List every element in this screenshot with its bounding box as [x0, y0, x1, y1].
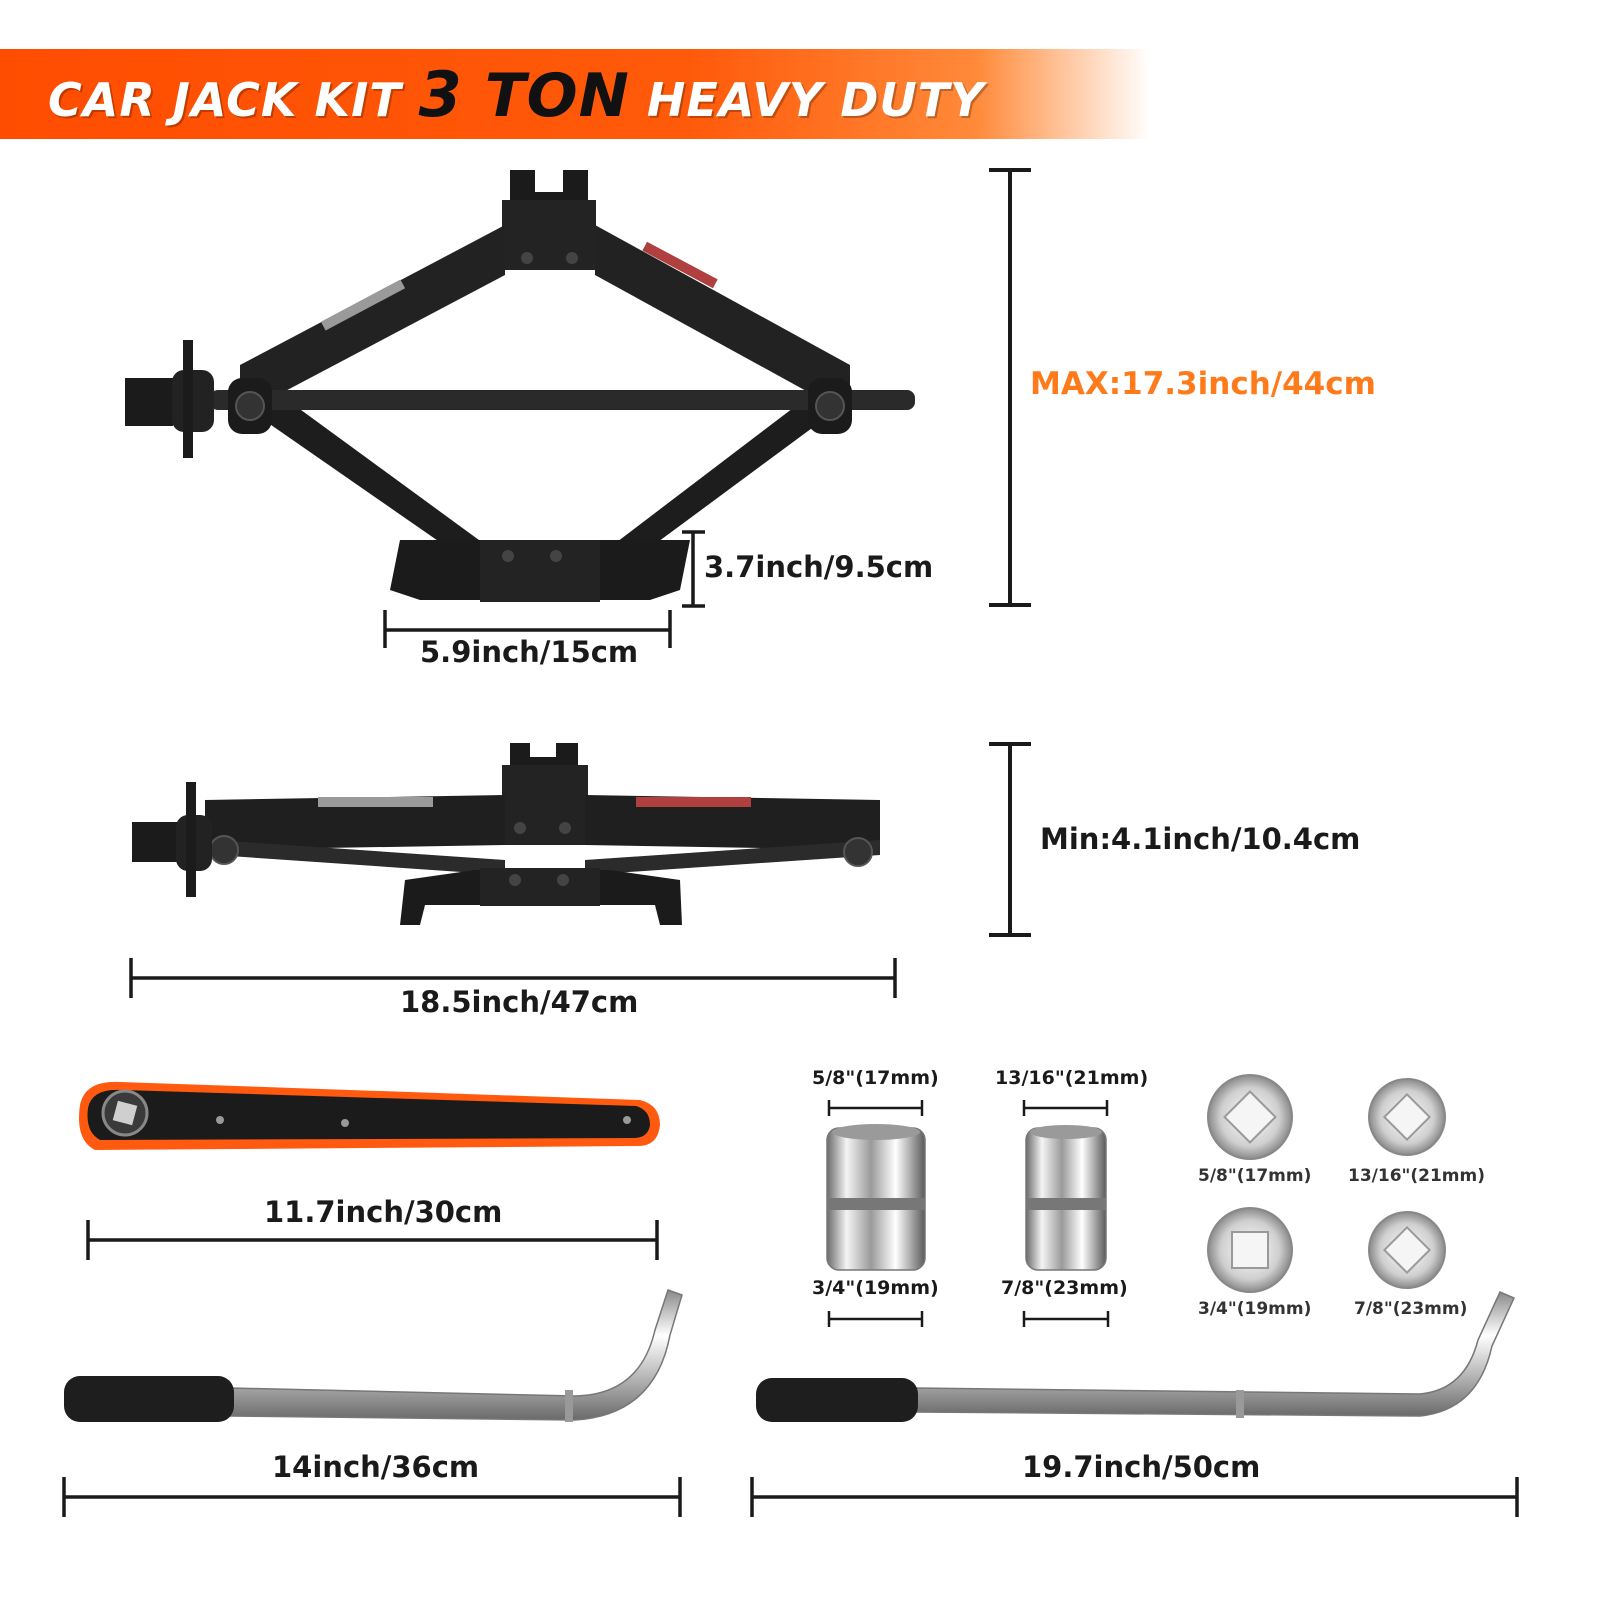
socket-top-label-21mm: 13/16"(21mm) — [1348, 1166, 1486, 1186]
max-height-label: MAX:17.3inch/44cm — [1030, 366, 1376, 402]
socket-top-label-17mm: 5/8"(17mm) — [1198, 1166, 1312, 1186]
short-wrench-length-dimension — [62, 1477, 682, 1517]
ratchet-length-label: 11.7inch/30cm — [264, 1195, 503, 1229]
jack-upper-arm-right — [595, 225, 850, 415]
jack-threaded-rod — [210, 390, 915, 410]
long-lug-wrench — [756, 1291, 1516, 1422]
base-height-label: 3.7inch/9.5cm — [704, 550, 934, 584]
jack-length-label: 18.5inch/47cm — [400, 985, 639, 1019]
jack-lower-arm-left — [235, 380, 520, 570]
ratchet-wrench — [79, 1081, 660, 1150]
banner-title: CAR JACK KIT 3 TON HEAVY DUTY — [48, 62, 984, 133]
socket-side-label-17mm: 5/8"(17mm) — [812, 1067, 939, 1089]
jack-length-dimension — [129, 958, 897, 998]
socket-19mm-top — [1207, 1207, 1293, 1293]
scissor-jack-collapsed — [132, 743, 880, 925]
max-height-dimension — [989, 168, 1031, 607]
socket-17mm-top — [1207, 1074, 1293, 1160]
socket-21mm-side — [1025, 1125, 1107, 1271]
ratchet-length-dimension — [86, 1220, 659, 1260]
long-wrench-grip — [756, 1378, 918, 1422]
base-height-dimension — [682, 530, 705, 608]
socket-21mm-top — [1368, 1078, 1446, 1156]
jack-crank-hex — [125, 378, 173, 426]
min-height-dimension — [989, 742, 1031, 937]
min-height-label: Min:4.1inch/10.4cm — [1040, 822, 1361, 856]
short-lug-wrench — [64, 1289, 683, 1422]
socket-top-label-23mm: 7/8"(23mm) — [1354, 1299, 1468, 1319]
socket-17mm-side — [826, 1124, 926, 1271]
banner-suffix: HEAVY DUTY — [629, 73, 985, 127]
banner-prefix: CAR JACK KIT — [48, 73, 419, 127]
socket-top-label-19mm: 3/4"(19mm) — [1198, 1299, 1312, 1319]
title-banner — [0, 49, 1150, 139]
socket-side-label-19mm: 3/4"(19mm) — [812, 1277, 939, 1299]
socket-23mm-top — [1368, 1211, 1446, 1289]
long-wrench-length-label: 19.7inch/50cm — [1022, 1450, 1261, 1484]
jack-upper-arm-left — [240, 225, 505, 415]
base-width-label: 5.9inch/15cm — [420, 635, 639, 669]
scissor-jack-expanded — [125, 170, 915, 602]
base-width-dimension — [383, 610, 672, 648]
short-wrench-grip — [64, 1376, 234, 1422]
socket-side-label-21mm: 13/16"(21mm) — [995, 1067, 1149, 1089]
banner-number: 3 — [418, 58, 463, 131]
long-wrench-length-dimension — [750, 1477, 1519, 1517]
socket-dimension-marks — [827, 1100, 1110, 1327]
banner-unit: TON — [462, 61, 630, 131]
jack-lower-arm-right — [580, 380, 850, 570]
short-wrench-length-label: 14inch/36cm — [272, 1450, 480, 1484]
socket-side-label-23mm: 7/8"(23mm) — [1001, 1277, 1128, 1299]
